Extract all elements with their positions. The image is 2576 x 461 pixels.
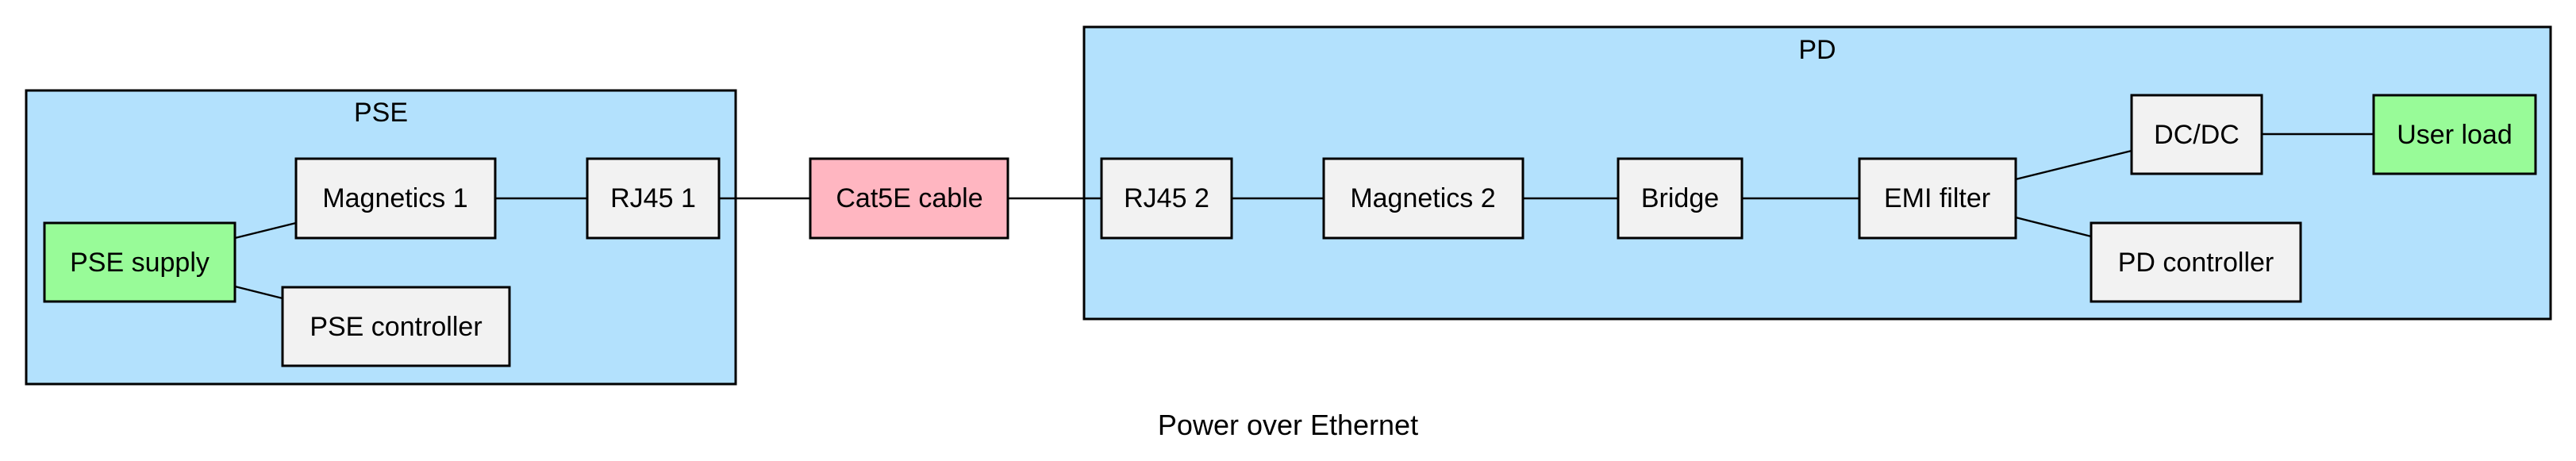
node-cat5e-cable: Cat5E cable: [809, 157, 1009, 240]
node-rj45-1: RJ45 1: [586, 157, 721, 240]
node-rj45-2-box: [1100, 157, 1233, 240]
node-dc-dc-label: DC/DC: [2154, 120, 2240, 150]
node-pd-controller-box: [2090, 221, 2302, 303]
node-bridge-label: Bridge: [1641, 183, 1719, 213]
node-pse-controller-label: PSE controller: [310, 312, 482, 342]
node-rj45-1-label: RJ45 1: [610, 183, 696, 213]
node-pse-supply-box: [43, 221, 236, 303]
edges: [234, 133, 2374, 300]
node-cat5e-cable-box: [809, 157, 1009, 240]
edge-pse-supply-pse-controller: [234, 285, 283, 300]
node-bridge-box: [1617, 157, 1744, 240]
node-emi-filter: EMI filter: [1858, 157, 2017, 240]
node-pse-supply-label: PSE supply: [70, 248, 210, 278]
node-pd-controller: PD controller: [2090, 221, 2302, 303]
node-user-load: User load: [2372, 94, 2537, 175]
node-magnetics-1-box: [294, 157, 497, 240]
cluster-pse-label: PSE: [354, 98, 408, 128]
node-cat5e-cable-label: Cat5E cable: [836, 183, 982, 213]
cluster-pd-box: [1082, 25, 2552, 321]
node-user-load-box: [2372, 94, 2537, 175]
node-rj45-2-label: RJ45 2: [1124, 183, 1209, 213]
edge-emi-filter-dc-dc: [2015, 149, 2132, 181]
node-bridge: Bridge: [1617, 157, 1744, 240]
node-dc-dc-box: [2130, 94, 2263, 175]
cluster-pd: PD: [1082, 25, 2552, 321]
node-magnetics-2: Magnetics 2: [1322, 157, 1524, 240]
node-pse-controller: PSE controller: [281, 286, 511, 367]
node-emi-filter-label: EMI filter: [1884, 183, 1990, 213]
node-magnetics-2-label: Magnetics 2: [1350, 183, 1495, 213]
node-pse-controller-box: [281, 286, 511, 367]
edge-emi-filter-pd-controller: [2015, 216, 2092, 238]
node-dc-dc: DC/DC: [2130, 94, 2263, 175]
node-rj45-1-box: [586, 157, 721, 240]
node-user-load-label: User load: [2397, 120, 2513, 150]
diagram-caption: Power over Ethernet: [1158, 409, 1418, 441]
node-pse-supply: PSE supply: [43, 221, 236, 303]
node-magnetics-1-label: Magnetics 1: [322, 183, 467, 213]
edge-pse-supply-magnetics-1: [234, 221, 297, 240]
node-pd-controller-label: PD controller: [2118, 248, 2274, 278]
node-rj45-2: RJ45 2: [1100, 157, 1233, 240]
cluster-pd-label: PD: [1798, 35, 1836, 65]
node-magnetics-2-box: [1322, 157, 1524, 240]
node-emi-filter-box: [1858, 157, 2017, 240]
node-magnetics-1: Magnetics 1: [294, 157, 497, 240]
